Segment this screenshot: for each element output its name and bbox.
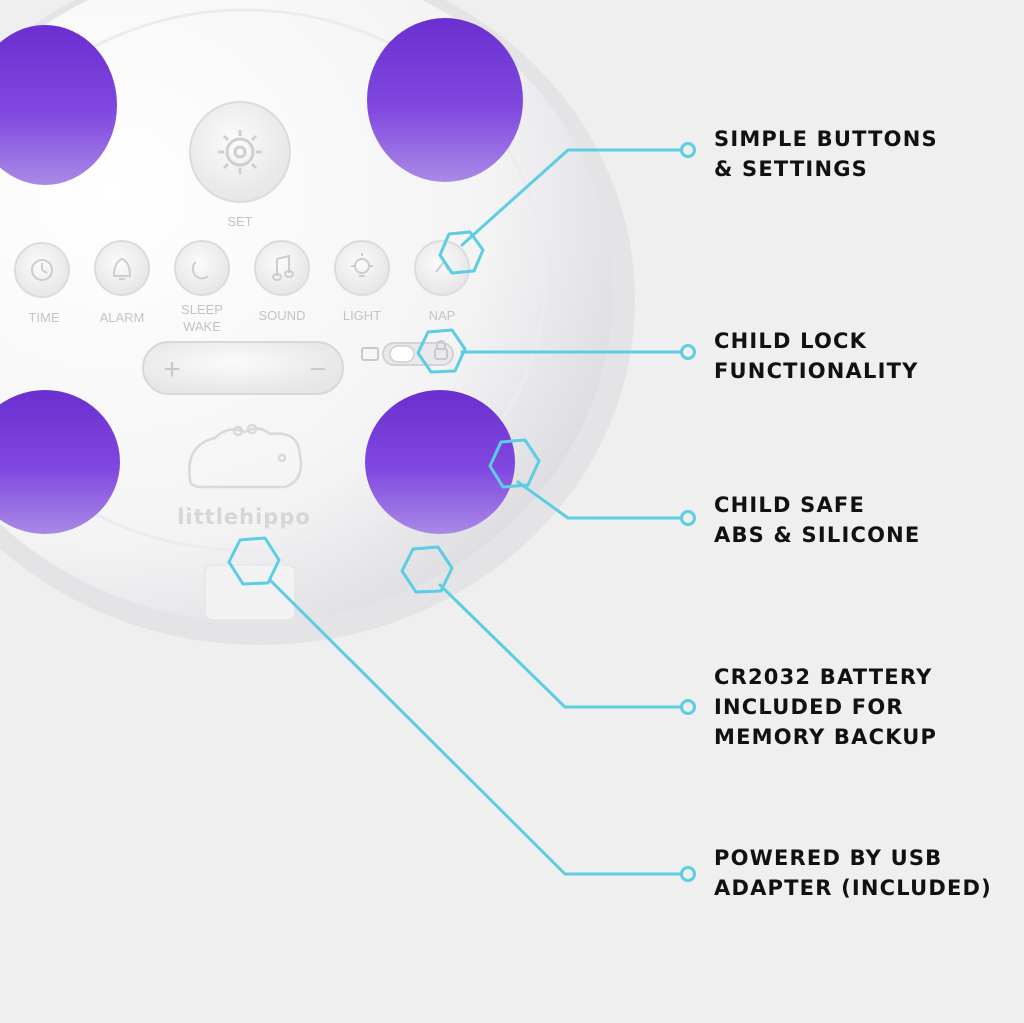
foot-pad-top-left	[0, 25, 117, 185]
alarm-label: ALARM	[100, 310, 145, 325]
sound-label: SOUND	[259, 308, 306, 323]
callout-lock: CHILD LOCK FUNCTIONALITY	[714, 326, 919, 386]
time-label: TIME	[28, 310, 59, 325]
callout-dot-buttons	[680, 142, 696, 158]
time-button[interactable]: TIME	[14, 242, 70, 325]
callout-battery-line-3: MEMORY BACKUP	[714, 725, 938, 749]
volume-rocker[interactable]: + −	[142, 341, 344, 395]
callout-dot-battery	[680, 699, 696, 715]
callout-battery: CR2032 BATTERY INCLUDED FOR MEMORY BACKU…	[714, 662, 937, 752]
set-label: SET	[227, 214, 252, 229]
callout-lock-line-2: FUNCTIONALITY	[714, 359, 919, 383]
callout-buttons-line-2: & SETTINGS	[714, 157, 868, 181]
marker-hexagon-buttons	[438, 230, 485, 275]
volume-up-symbol: +	[163, 353, 181, 386]
callout-material-line-1: CHILD SAFE	[714, 493, 865, 517]
callout-usb: POWERED BY USB ADAPTER (INCLUDED)	[714, 843, 992, 903]
callout-line-battery	[438, 583, 682, 709]
music-note-icon	[272, 254, 295, 281]
marker-hexagon-battery	[400, 545, 454, 594]
callout-usb-line-2: ADAPTER (INCLUDED)	[714, 876, 992, 900]
light-bulb-icon	[351, 253, 373, 277]
function-buttons: TIME ALARM SLEEP WAKE SOUND LIGHT	[14, 240, 470, 334]
callout-buttons: SIMPLE BUTTONS & SETTINGS	[714, 124, 938, 184]
callout-lock-line-1: CHILD LOCK	[714, 329, 868, 353]
light-label: LIGHT	[343, 308, 381, 323]
foot-pad-top-right	[367, 18, 523, 182]
callout-battery-line-2: INCLUDED FOR	[714, 695, 904, 719]
marker-hexagon-lock	[416, 328, 467, 374]
callout-material-line-2: ABS & SILICONE	[714, 523, 921, 547]
gear-icon	[218, 130, 262, 174]
light-button[interactable]: LIGHT	[334, 240, 390, 323]
callout-dot-usb	[680, 866, 696, 882]
wake-label: WAKE	[183, 319, 221, 334]
callout-line-material	[516, 480, 682, 520]
usb-port-housing	[204, 564, 296, 621]
hippo-logo	[188, 423, 303, 489]
nap-button[interactable]: NAP	[414, 240, 470, 323]
set-button[interactable]	[189, 101, 291, 203]
callout-usb-line-1: POWERED BY USB	[714, 846, 943, 870]
sleep-wake-button[interactable]: SLEEP WAKE	[174, 240, 230, 334]
callout-material: CHILD SAFE ABS & SILICONE	[714, 490, 920, 550]
nap-label: NAP	[429, 308, 456, 323]
sound-button[interactable]: SOUND	[254, 240, 310, 323]
bell-icon	[112, 257, 132, 280]
unlock-icon	[361, 347, 379, 361]
callout-dot-material	[680, 510, 696, 526]
alarm-button[interactable]: ALARM	[94, 240, 150, 325]
sun-moon-icon	[191, 261, 209, 280]
callout-line-usb	[268, 578, 682, 876]
lock-icon	[434, 340, 448, 360]
foot-pad-bottom-left	[0, 390, 120, 534]
foot-pad-bottom-right	[365, 390, 515, 534]
brand-name: littlehippo	[177, 505, 311, 529]
callout-buttons-line-1: SIMPLE BUTTONS	[714, 127, 938, 151]
marker-hexagon-material	[488, 438, 541, 489]
device-face-inner	[0, 8, 547, 552]
clock-icon	[31, 259, 53, 281]
volume-down-symbol: −	[309, 353, 327, 386]
marker-hexagon-usb	[227, 536, 281, 586]
callout-dot-lock	[680, 344, 696, 360]
sleep-label: SLEEP	[181, 302, 223, 317]
callout-line-buttons	[460, 148, 682, 247]
callout-battery-line-1: CR2032 BATTERY	[714, 665, 933, 689]
